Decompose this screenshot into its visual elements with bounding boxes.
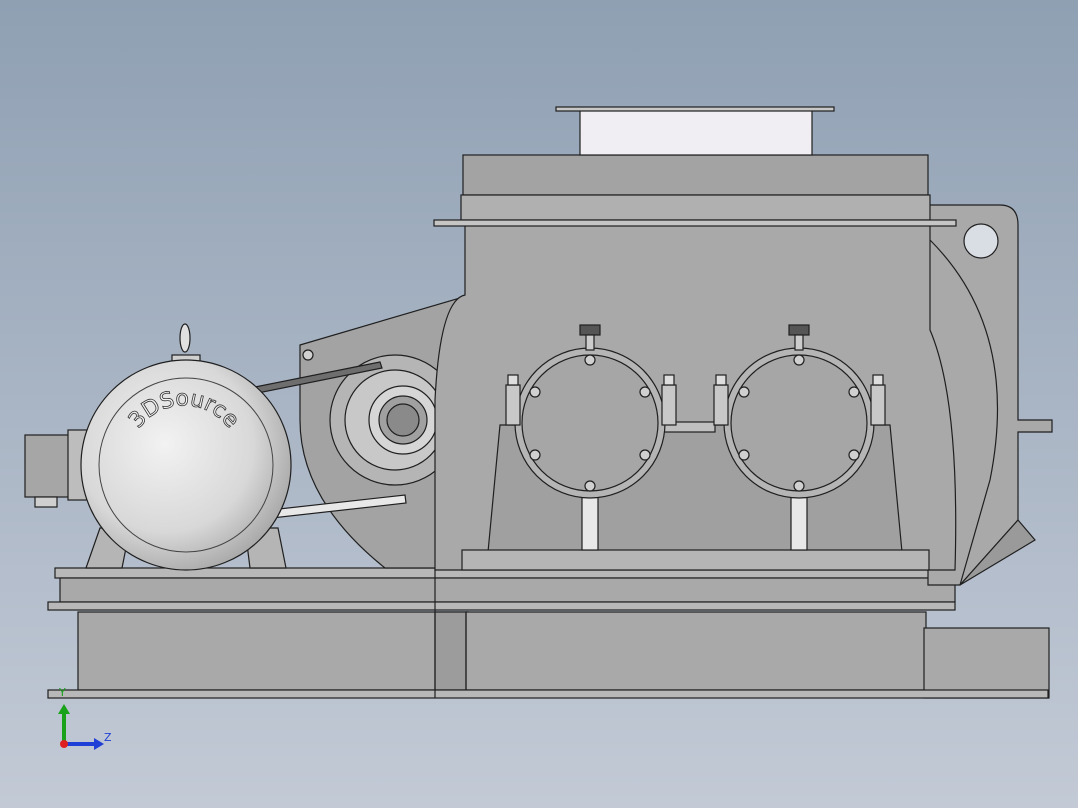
pulley-housing: [299, 294, 471, 569]
base-frame: [47, 567, 1050, 699]
rotor-bearing-right: [713, 324, 886, 551]
triad-axes: [58, 704, 104, 750]
rear-housing: [927, 204, 1053, 586]
triad-z-label: Z: [104, 731, 112, 744]
triad-y-label: Y: [59, 686, 66, 699]
electric-motor: [24, 323, 292, 571]
rotor-bearing-left: [505, 324, 677, 551]
view-orientation-triad[interactable]: Y Z: [48, 686, 118, 760]
